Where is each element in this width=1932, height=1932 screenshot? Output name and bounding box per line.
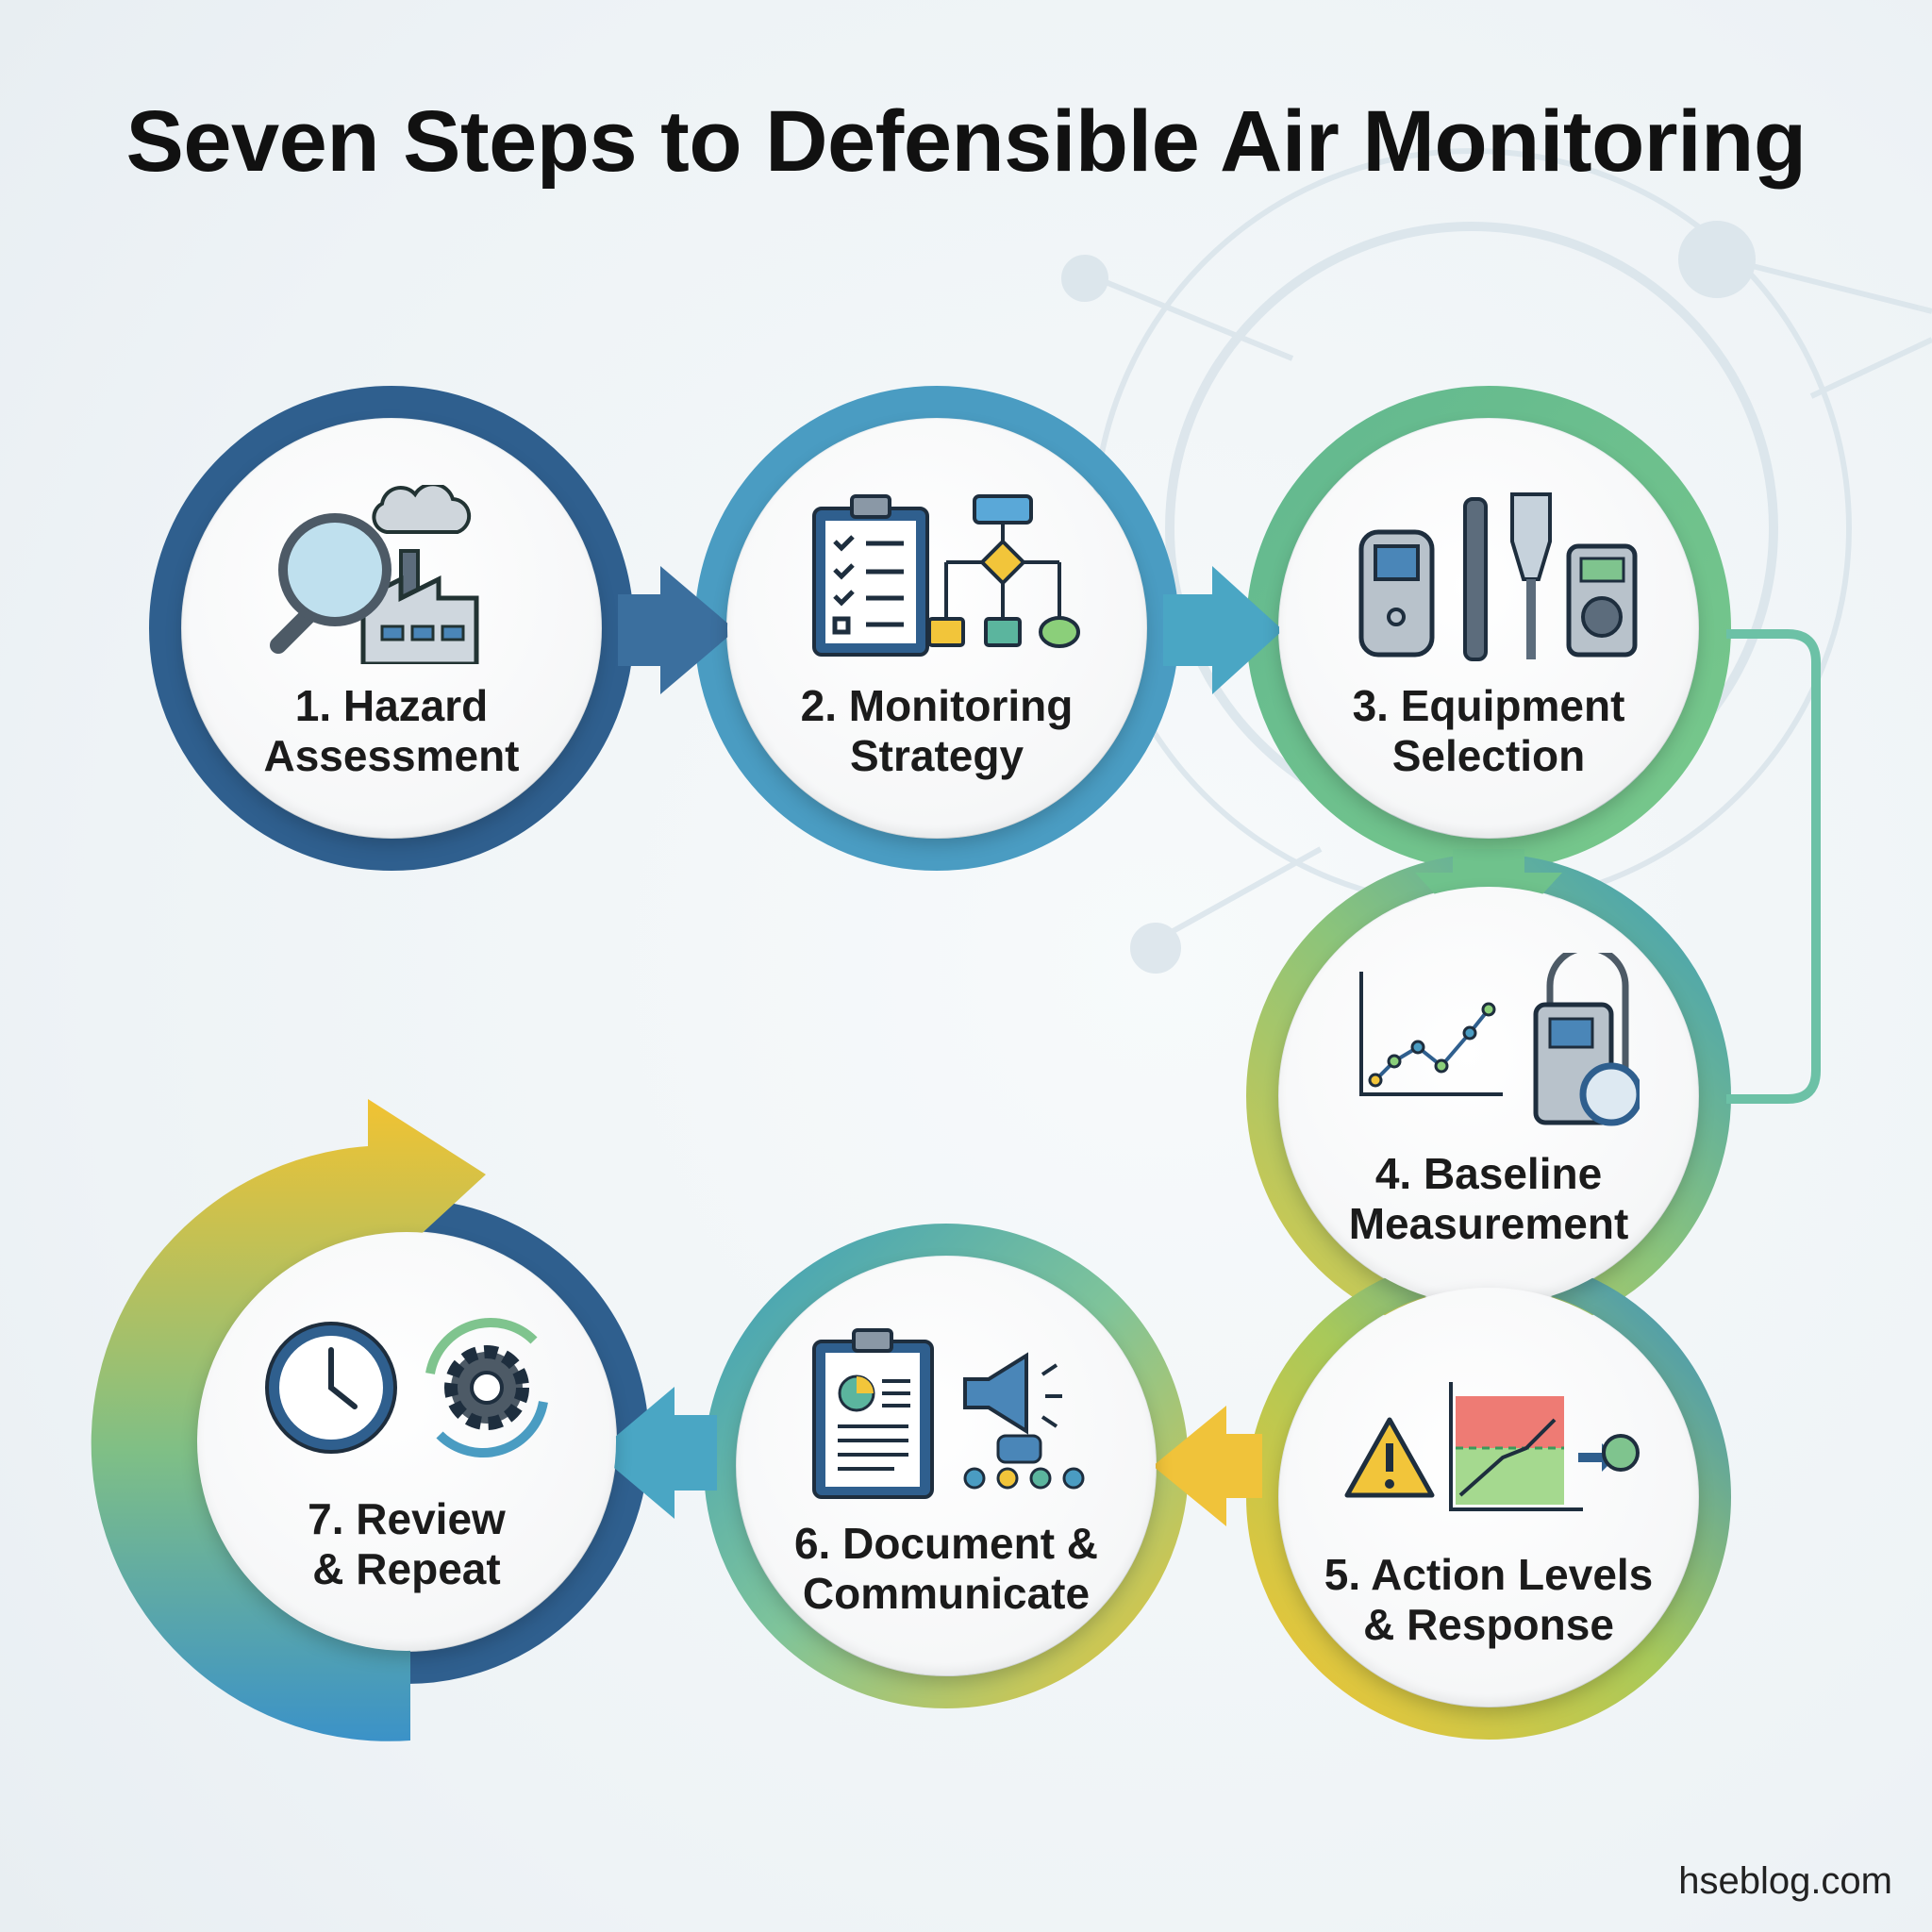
arrow-5-to-6 xyxy=(1153,1406,1262,1526)
step-7-review-repeat: 7. Review& Repeat xyxy=(197,1232,616,1651)
arrow-6-to-7 xyxy=(596,1387,717,1519)
step-6-document-communicate: 6. Document &Communicate xyxy=(737,1257,1156,1675)
step-5-action-levels-response: 5. Action Levels& Response xyxy=(1279,1288,1698,1707)
warning-threshold-icon xyxy=(1344,1382,1640,1511)
checklist-flowchart-icon xyxy=(812,494,1080,657)
step-label: 5. Action Levels& Response xyxy=(1324,1550,1654,1649)
step-label: 6. Document &Communicate xyxy=(793,1519,1099,1618)
arrow-2-to-3 xyxy=(1163,566,1283,694)
monitoring-devices-icon xyxy=(1358,492,1638,661)
clock-gear-cycle-icon xyxy=(265,1317,548,1458)
page-title: Seven Steps to Defensible Air Monitoring xyxy=(125,93,1807,190)
report-megaphone-team-icon xyxy=(812,1328,1085,1499)
step-label: 7. Review& Repeat xyxy=(308,1494,506,1593)
magnifier-factory-icon xyxy=(270,485,479,664)
feedback-line xyxy=(1726,629,1821,1104)
arrow-1-to-2 xyxy=(618,566,736,694)
trend-chart-sampler-icon xyxy=(1359,953,1640,1126)
site-watermark: hseblog.com xyxy=(1678,1860,1892,1902)
